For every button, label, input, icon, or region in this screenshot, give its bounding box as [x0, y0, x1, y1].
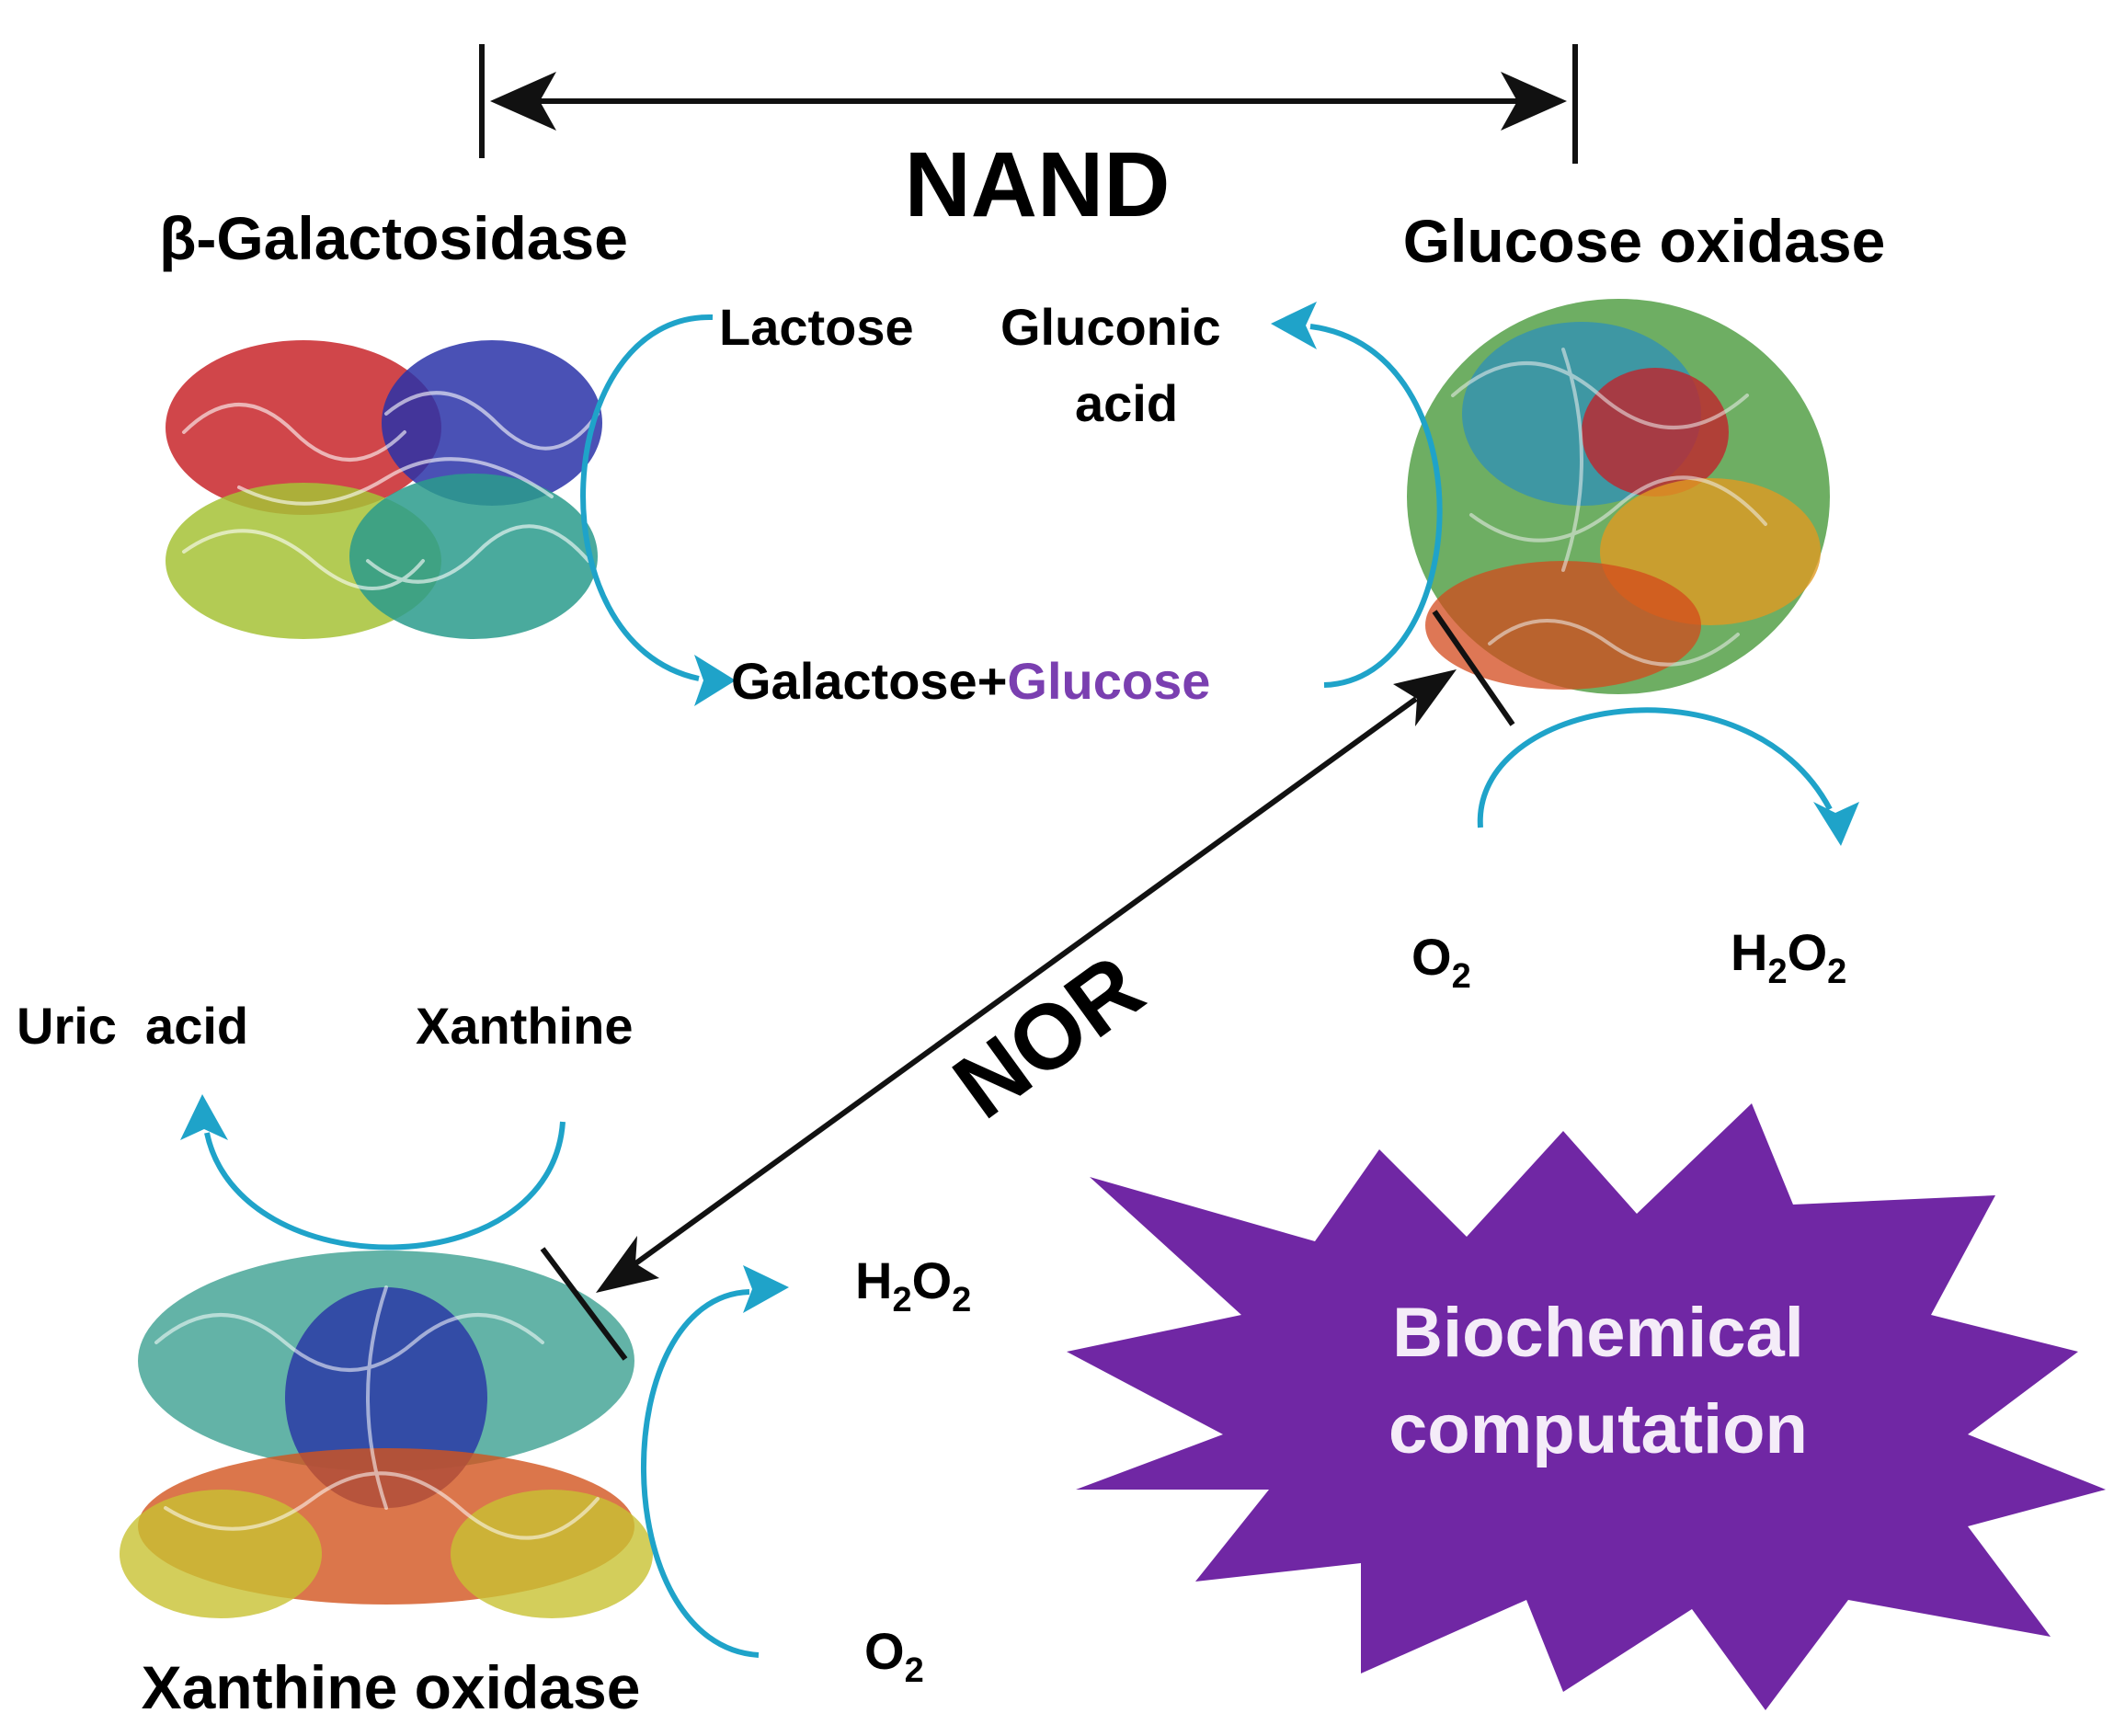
beta-galactosidase-label: β-Galactosidase — [159, 204, 628, 272]
beta-galactosidase-structure-icon — [166, 340, 602, 639]
xanthine-to-uric-acid-arrow — [180, 1094, 566, 1251]
xanthine-oxidase-label: Xanthine oxidase — [142, 1653, 641, 1721]
biochemical-computation-starburst — [1067, 1103, 2106, 1710]
nand-left-arrowhead — [490, 72, 556, 131]
o2-label-bottom: O2 — [864, 1622, 924, 1690]
gluconic-acid-label-line1: Gluconic — [1000, 298, 1221, 356]
lactose-conversion-arrow — [580, 314, 736, 706]
galactose-glucose-label: Galactose+Glucose — [731, 652, 1210, 710]
glucose-oxidase-inhibition-bar — [1432, 610, 1515, 726]
nor-bottom-arrowhead — [596, 1236, 659, 1293]
burst-text-line2: computation — [1388, 1390, 1808, 1468]
uric-acid-label: Uric acid — [17, 997, 248, 1055]
xanthine-oxidase-structure-icon — [120, 1251, 653, 1618]
glucose-oxidase-label: Glucose oxidase — [1403, 207, 1886, 275]
h2o2-label-top: H2O2 — [1731, 923, 1846, 991]
o2-to-h2o2-arrow-top — [1477, 707, 1859, 846]
nor-top-arrowhead — [1393, 669, 1457, 726]
o2-label-top: O2 — [1411, 928, 1471, 996]
gluconic-acid-label-line2: acid — [1075, 374, 1178, 432]
nand-gate-arrow — [479, 44, 1578, 164]
burst-text-line1: Biochemical — [1392, 1294, 1804, 1372]
nand-right-arrowhead — [1501, 72, 1567, 131]
o2-to-h2o2-arrow-bottom — [641, 1265, 789, 1658]
nand-label: NAND — [905, 133, 1171, 236]
xanthine-oxidase-inhibition-bar — [540, 1247, 628, 1361]
lactose-label: Lactose — [719, 298, 914, 356]
glucose-text: Glucose — [1007, 652, 1210, 710]
h2o2-label-bottom: H2O2 — [855, 1251, 971, 1319]
glucose-oxidase-structure-icon — [1407, 299, 1830, 694]
nor-gate-arrow — [596, 669, 1457, 1293]
galactose-plus-text: Galactose+ — [731, 652, 1007, 710]
glucose-to-gluconic-arrow — [1271, 302, 1443, 688]
xanthine-label: Xanthine — [416, 997, 633, 1055]
